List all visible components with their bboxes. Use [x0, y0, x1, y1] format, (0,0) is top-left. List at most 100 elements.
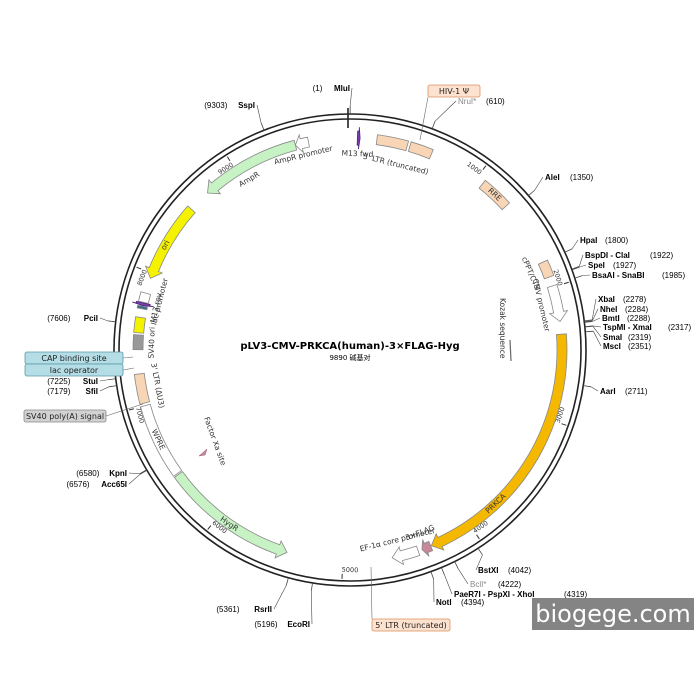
- tick-mark: [207, 525, 212, 530]
- site-leader: [592, 325, 602, 328]
- kozak-marker: Kozak sequence: [498, 298, 512, 362]
- feature-ef1a: [391, 545, 421, 566]
- callout-label: HIV-1 Ψ: [439, 87, 469, 96]
- site-name: SfiI: [86, 387, 98, 396]
- site-leader: [592, 326, 602, 338]
- plasmid-title: pLV3-CMV-PRKCA(human)-3×FLAG-Hyg: [240, 341, 459, 352]
- site-position: (1350): [570, 173, 593, 182]
- site-alei: AleI(1350): [545, 173, 593, 182]
- tick-mark: [563, 281, 569, 285]
- site-smai: SmaI(2319): [603, 333, 651, 342]
- site-leader: [457, 568, 469, 585]
- feature-sv40ori: [132, 334, 144, 351]
- site-name: BsaAI - SnaBI: [592, 271, 644, 280]
- site-leader: [571, 239, 579, 250]
- feature-label-ltr5t: 5' LTR (truncated): [362, 152, 429, 177]
- feature-label-cmv: CMV promoter: [531, 278, 552, 334]
- site-leader: [128, 472, 140, 475]
- tick-mark: [476, 534, 480, 540]
- site-position: (6580): [76, 469, 99, 478]
- watermark: biogege.com: [532, 598, 694, 630]
- callout-ltr5bot: 5' LTR (truncated): [370, 566, 451, 632]
- site-name: KpnI: [109, 469, 127, 478]
- kozak-label: Kozak sequence: [498, 298, 507, 359]
- site-hpai: HpaI (1800): [580, 236, 628, 245]
- feature-label-sv40ori: SV40 ori: [147, 327, 157, 359]
- callout-sv40pasig: SV40 poly(A) signal: [23, 403, 144, 423]
- tick-mark: [482, 165, 487, 171]
- site-position: (7179): [47, 387, 70, 396]
- site-position: (4394): [461, 598, 484, 607]
- site-tspmi: TspMI - XmaI(2317): [603, 323, 691, 332]
- tick-mark: [226, 156, 231, 162]
- site-name: MluI: [334, 84, 350, 93]
- tick-label: 8000: [136, 268, 149, 286]
- site-name: HpaI: [580, 236, 597, 245]
- site-position: (4319): [564, 590, 587, 599]
- site-name: PaeR7I - PspXI - XhoI: [454, 590, 534, 599]
- site-tick: [584, 319, 593, 322]
- site-name: MscI: [603, 342, 621, 351]
- backbone-outer-ring: [113, 113, 587, 587]
- site-name: AarI: [600, 387, 616, 396]
- site-tick: [528, 190, 535, 196]
- site-leader: [349, 87, 353, 107]
- feature-ltr5b: [407, 141, 434, 160]
- site-position: (2319): [628, 333, 651, 342]
- site-name: EcoRI: [287, 620, 310, 629]
- site-spei: SpeI(1927): [588, 261, 636, 270]
- site-position: (2284): [625, 305, 648, 314]
- site-ecori: EcoRI(5196): [254, 620, 310, 629]
- site-pcii: PciI(7606): [47, 314, 98, 323]
- site-leader: [582, 274, 591, 276]
- feature-cmv: [546, 284, 569, 323]
- plasmid-length: 9890 碱基对: [329, 353, 370, 362]
- feature-ori: [144, 205, 196, 279]
- site-position: (2288): [627, 314, 650, 323]
- site-tick: [107, 378, 116, 381]
- site-bmti: BmtI(2288): [602, 314, 650, 323]
- site-leader: [534, 176, 544, 191]
- site-tick: [564, 248, 573, 253]
- site-position: (2317): [668, 323, 691, 332]
- site-sfii: SfiI (7179): [47, 387, 98, 396]
- feature-ltr3: [133, 372, 151, 405]
- site-leader: [256, 104, 262, 123]
- tick-mark: [561, 423, 567, 426]
- site-tick: [574, 275, 583, 279]
- site-leader: [592, 317, 601, 322]
- site-tick: [139, 469, 148, 475]
- site-name: BstXI: [478, 566, 498, 575]
- feature-m13fwd: [356, 127, 361, 150]
- site-tick: [441, 567, 445, 576]
- site-bstxi: BstXI(4042): [478, 566, 531, 575]
- site-aari: AarI(2711): [600, 387, 648, 396]
- site-paer7i: PaeR7I - PspXI - XhoI (4319): [454, 590, 587, 599]
- site-position: (5361): [216, 605, 239, 614]
- site-leader: [591, 386, 599, 392]
- site-xbai: XbaI(2278): [598, 295, 646, 304]
- site-position: (1922): [650, 251, 673, 260]
- feature-label-ori: ori: [159, 239, 172, 252]
- site-sspi: SspI(9303): [204, 101, 255, 110]
- site-name: SspI: [238, 101, 255, 110]
- site-leader: [434, 100, 457, 122]
- site-leader: [99, 379, 108, 382]
- feature-label-ltr3: 3' LTR (ΔU3): [149, 362, 166, 409]
- site-tick: [430, 571, 435, 580]
- site-tick: [260, 122, 265, 131]
- callout-label: lac operator: [50, 366, 99, 375]
- backbone-inner-ring: [118, 118, 582, 582]
- site-leader: [99, 317, 108, 322]
- site-position: (2278): [623, 295, 646, 304]
- site-position: (1800): [605, 236, 628, 245]
- callout-capsite: CAP binding site: [24, 351, 134, 365]
- site-name: PciI: [84, 314, 98, 323]
- site-leader: [578, 254, 584, 267]
- feature-label-m13fwd: M13 fwd: [341, 149, 373, 159]
- site-nrui: NruI*(610): [458, 97, 505, 106]
- site-msci: MscI(2351): [603, 342, 651, 351]
- site-tick: [583, 385, 592, 388]
- tick-mark: [128, 408, 134, 411]
